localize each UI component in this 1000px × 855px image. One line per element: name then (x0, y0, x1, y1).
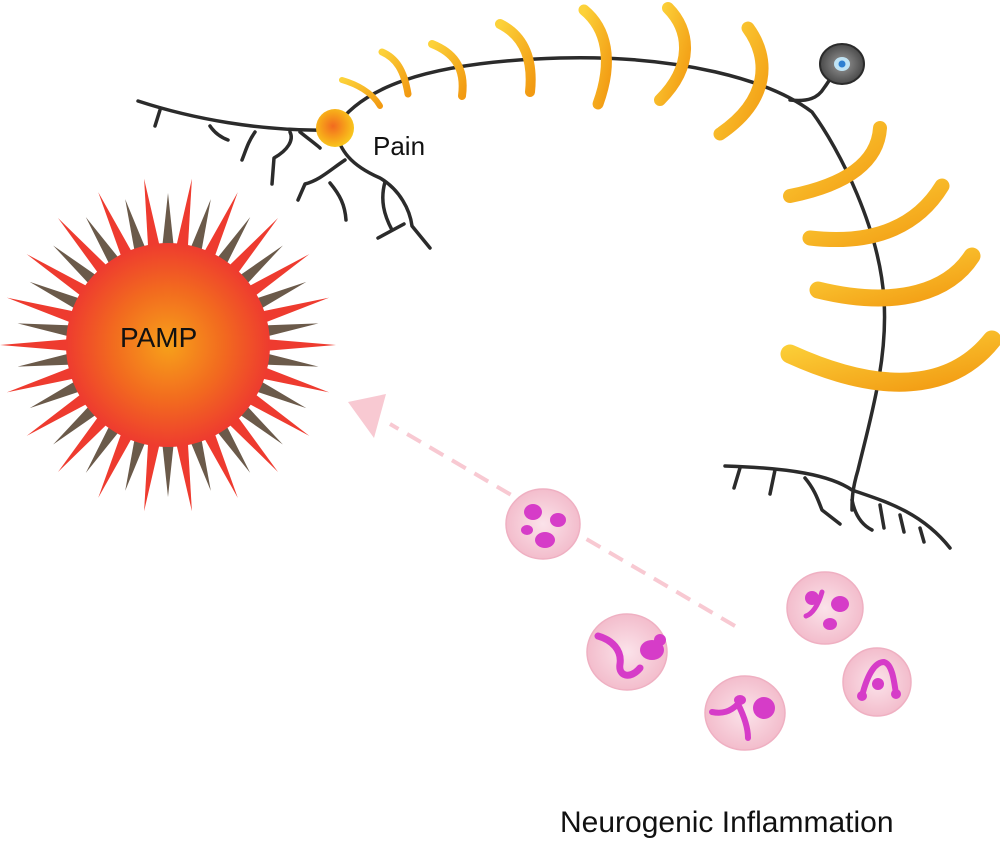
pamp-spike (17, 323, 79, 339)
pamp-spike (200, 192, 238, 265)
pamp-spike (174, 434, 192, 512)
pamp-spike (161, 193, 175, 254)
neuron-fiber (136, 56, 952, 550)
pamp-spike (29, 377, 88, 409)
pamp-spike (254, 297, 330, 326)
pamp-spike (53, 400, 103, 445)
pamp-spike (233, 400, 283, 445)
pamp-spike (53, 245, 103, 290)
immune-cell-icon (505, 488, 581, 560)
pamp-spike (98, 192, 136, 265)
pamp-spike (144, 434, 162, 512)
pamp-spike (212, 418, 251, 473)
pamp-spike (187, 431, 211, 491)
pamp-spike (233, 245, 283, 290)
pamp-spike (57, 218, 113, 280)
pamp-spike (125, 431, 149, 491)
pamp-spike (200, 425, 238, 498)
pamp-spike (241, 254, 310, 301)
pain-label: Pain (373, 131, 426, 161)
pamp-spike (29, 281, 88, 313)
pamp-spike (26, 254, 95, 301)
pamp-spike (85, 418, 124, 473)
pamp-spike (174, 178, 192, 256)
pamp-spike (248, 377, 307, 409)
pamp-spike (212, 217, 251, 272)
pamp-spike (85, 217, 124, 272)
pamp-spike (241, 389, 310, 436)
immune-cell-icon (786, 571, 864, 645)
pamp-pathogen-icon (0, 178, 336, 512)
pamp-spike (57, 410, 113, 472)
pamp-spike (187, 199, 211, 259)
pamp-spike (257, 323, 319, 339)
neuron-cell-body-icon (819, 43, 865, 85)
pamp-spike (248, 281, 307, 313)
immune-cell-icon (586, 613, 668, 691)
pamp-spike (161, 436, 175, 497)
pain-receptor-icon (316, 109, 354, 147)
pamp-spike (6, 297, 82, 326)
pamp-spike (6, 364, 82, 393)
pamp-label: PAMP (120, 322, 198, 353)
pamp-spike (259, 338, 336, 352)
signal-waves (339, 2, 1000, 392)
migration-arrow-icon (348, 394, 737, 628)
immune-cell-icon (704, 675, 786, 751)
pamp-spike (144, 178, 162, 256)
pamp-spike (0, 338, 77, 352)
pamp-spike (254, 364, 330, 393)
pamp-spike (26, 389, 95, 436)
pamp-spike (125, 199, 149, 259)
pamp-core (66, 243, 270, 447)
pamp-spike (223, 218, 279, 280)
pamp-spike (223, 410, 279, 472)
pamp-spike (98, 425, 136, 498)
immune-cell-icon (842, 647, 912, 717)
pamp-spike (17, 351, 79, 367)
pamp-spike (257, 351, 319, 367)
neurogenic-inflammation-label: Neurogenic Inflammation (560, 806, 894, 839)
